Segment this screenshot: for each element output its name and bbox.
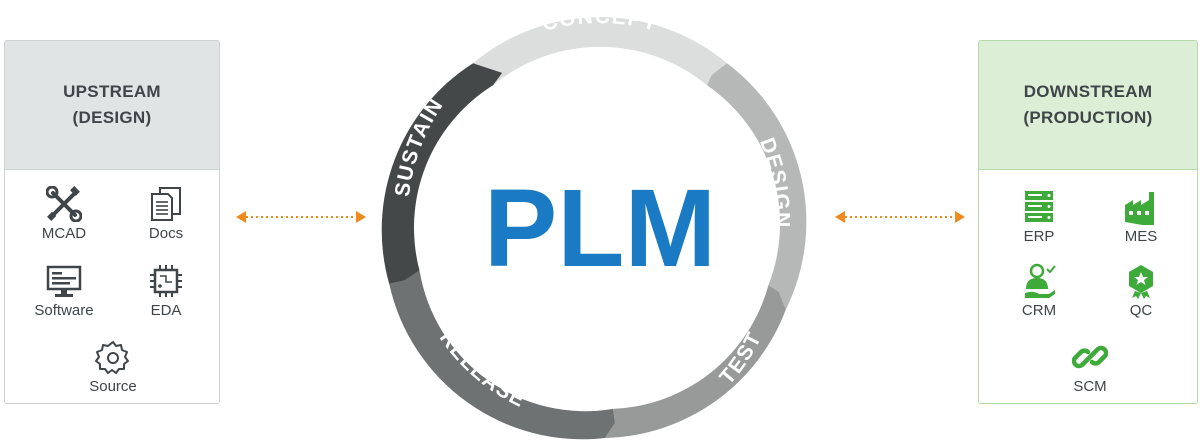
person-hand-icon <box>1025 263 1056 298</box>
right-bidirectional-arrow <box>835 211 965 223</box>
documents-icon <box>151 187 181 221</box>
tool-software: Software <box>14 263 114 319</box>
tool-scm: SCM <box>1040 339 1140 395</box>
tool-label: Source <box>89 378 137 395</box>
server-rack-icon <box>1025 191 1053 222</box>
gear-icon <box>95 341 129 374</box>
downstream-header: DOWNSTREAM (PRODUCTION) <box>979 41 1197 170</box>
segment-release <box>389 270 615 440</box>
tool-mcad: MCAD <box>14 186 114 242</box>
upstream-panel: UPSTREAM (DESIGN) MCAD Docs <box>4 40 220 404</box>
tool-eda: EDA <box>116 263 216 319</box>
segment-design <box>707 63 807 310</box>
tool-label: Software <box>34 302 94 319</box>
plm-cycle-diagram: CONCEPT DESIGN TEST RELEASE SUSTAIN PLM <box>381 5 807 440</box>
factory-icon <box>1125 192 1154 225</box>
downstream-subtitle: (PRODUCTION) <box>1023 108 1153 127</box>
chain-link-icon <box>1072 345 1108 369</box>
segment-concept <box>473 17 727 86</box>
tool-qc: QC <box>1091 263 1191 319</box>
tool-crm: CRM <box>989 263 1089 319</box>
tool-label: MES <box>1124 228 1158 245</box>
quality-badge-icon <box>1129 265 1153 299</box>
tool-label: QC <box>1129 302 1153 319</box>
plm-center-label: PLM <box>484 167 716 290</box>
tool-label: CRM <box>1021 302 1057 319</box>
downstream-panel: DOWNSTREAM (PRODUCTION) ERP MES <box>978 40 1198 404</box>
tool-label: SCM <box>1073 378 1107 395</box>
chip-icon <box>150 265 182 297</box>
segment-test <box>605 285 786 438</box>
tool-label: Docs <box>148 225 184 242</box>
downstream-title: DOWNSTREAM <box>1023 82 1153 101</box>
tool-label: EDA <box>150 302 182 319</box>
tool-docs: Docs <box>116 186 216 242</box>
tool-erp: ERP <box>989 189 1089 245</box>
upstream-title: UPSTREAM <box>63 82 161 101</box>
tool-label: MCAD <box>41 225 87 242</box>
monitor-icon <box>46 265 82 297</box>
upstream-header: UPSTREAM (DESIGN) <box>5 41 219 170</box>
upstream-subtitle: (DESIGN) <box>72 108 152 127</box>
tool-label: ERP <box>1023 228 1055 245</box>
tool-source: Source <box>63 339 163 395</box>
tool-mes: MES <box>1091 189 1191 245</box>
left-bidirectional-arrow <box>236 211 366 223</box>
segment-sustain <box>381 63 503 284</box>
wrench-screwdriver-icon <box>46 186 82 222</box>
